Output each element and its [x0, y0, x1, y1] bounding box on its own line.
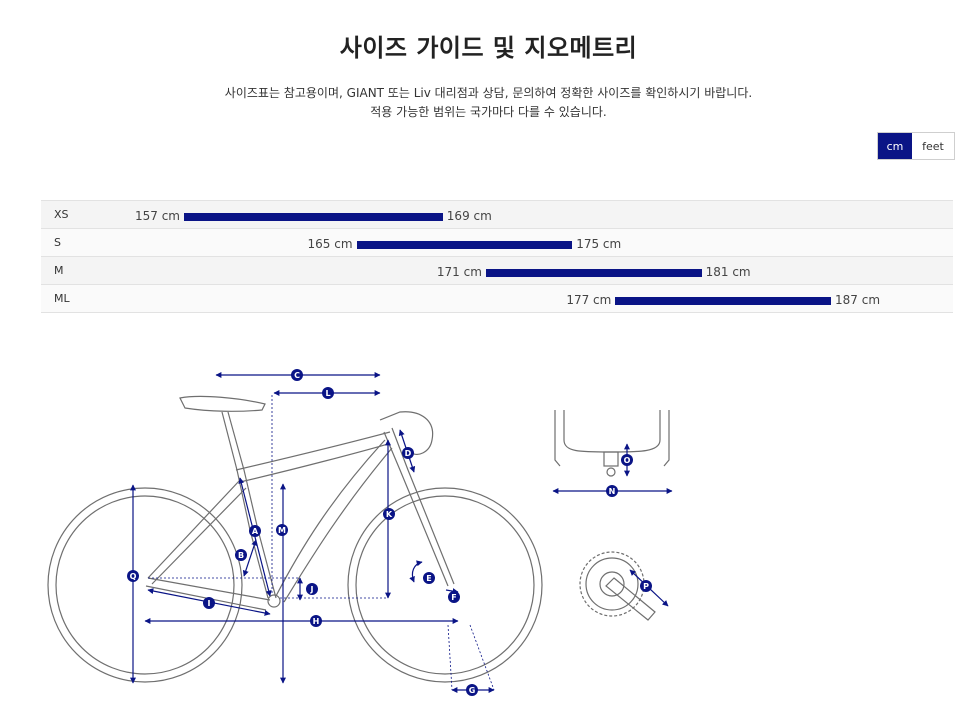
marker-e: E — [423, 572, 435, 584]
rear-wheel-inner — [55, 495, 235, 675]
marker-d: D — [402, 447, 414, 459]
description-line-2: 적용 가능한 범위는 국가마다 다를 수 있습니다. — [370, 105, 607, 119]
dimension-lines — [130, 372, 673, 693]
marker-k: K — [383, 508, 395, 520]
range-max-label: 175 cm — [576, 237, 622, 251]
crank — [267, 594, 281, 608]
front-wheel-inner — [355, 495, 535, 675]
page-title: 사이즈 가이드 및 지오메트리 — [339, 34, 638, 62]
size-row-xs: XS 157 cm 169 cm — [41, 201, 953, 229]
marker-f: F — [448, 591, 460, 603]
fork — [383, 427, 455, 587]
size-chart: XS 157 cm 169 cm S 165 cm 175 cm M 171 cm 181 cm… — [41, 200, 953, 313]
range-min-label: 177 cm — [566, 293, 612, 307]
svg-text:Q: Q — [130, 572, 137, 581]
seat-stay — [147, 479, 247, 585]
svg-text:A: A — [252, 527, 259, 536]
marker-i: I — [203, 597, 215, 609]
marker-a: A — [249, 525, 261, 537]
marker-o: O — [621, 454, 633, 466]
range-max-label: 187 cm — [835, 293, 881, 307]
svg-text:L: L — [325, 389, 330, 398]
rear-wheel-outer — [47, 487, 243, 683]
svg-text:M: M — [278, 526, 286, 535]
svg-text:I: I — [208, 599, 211, 608]
front-wheel-outer — [347, 487, 543, 683]
size-label: XS — [54, 208, 69, 221]
size-label: ML — [54, 292, 70, 305]
size-row-m: M 171 cm 181 cm — [41, 257, 953, 285]
page-description: 사이즈표는 참고용이며, GIANT 또는 Liv 대리점과 상담, 문의하여 … — [0, 84, 977, 122]
marker-l: L — [322, 387, 334, 399]
dimension-markers: C L D K A M B Q J E F I H G O N P — [127, 369, 652, 696]
handlebar-front-view — [554, 410, 670, 477]
svg-text:C: C — [294, 371, 300, 380]
marker-b: B — [235, 549, 247, 561]
range-bar — [485, 269, 702, 277]
marker-c: C — [291, 369, 303, 381]
unit-toggle: cm feet — [877, 132, 955, 160]
svg-text:E: E — [426, 574, 431, 583]
range-max-label: 181 cm — [705, 265, 751, 279]
svg-text:K: K — [386, 510, 393, 519]
marker-p: P — [640, 580, 652, 592]
top-tube — [235, 431, 391, 483]
marker-q: Q — [127, 570, 139, 582]
description-line-1: 사이즈표는 참고용이며, GIANT 또는 Liv 대리점과 상담, 문의하여 … — [224, 86, 753, 100]
svg-text:O: O — [624, 456, 631, 465]
range-min-label: 165 cm — [307, 237, 353, 251]
marker-g: G — [466, 684, 478, 696]
saddle — [179, 395, 266, 412]
svg-text:F: F — [451, 593, 456, 602]
unit-cm-button[interactable]: cm — [878, 133, 912, 159]
svg-text:N: N — [609, 487, 616, 496]
size-row-s: S 165 cm 175 cm — [41, 229, 953, 257]
reference-lines — [148, 395, 495, 691]
svg-text:J: J — [310, 585, 314, 594]
marker-h: H — [310, 615, 322, 627]
svg-text:H: H — [313, 617, 320, 626]
bike-outline — [47, 395, 543, 683]
marker-m: M — [276, 524, 288, 536]
size-label: S — [54, 236, 61, 249]
svg-text:G: G — [469, 686, 476, 695]
range-min-label: 171 cm — [436, 265, 482, 279]
svg-text:B: B — [238, 551, 244, 560]
size-label: M — [54, 264, 64, 277]
size-row-ml: ML 177 cm 187 cm — [41, 285, 953, 313]
svg-text:D: D — [405, 449, 412, 458]
range-min-label: 157 cm — [134, 209, 180, 223]
range-bar — [615, 297, 831, 305]
range-bar — [356, 241, 573, 249]
range-bar — [184, 213, 443, 221]
marker-j: J — [306, 583, 318, 595]
geometry-diagram: C L D K A M B Q J E F I H G O N P — [47, 369, 673, 696]
dim-e-arc — [409, 560, 423, 583]
marker-n: N — [606, 485, 618, 497]
dim-b-line — [242, 539, 258, 577]
svg-text:P: P — [643, 582, 649, 591]
range-max-label: 169 cm — [446, 209, 492, 223]
stem-bars — [379, 411, 434, 455]
unit-feet-button[interactable]: feet — [912, 133, 954, 159]
